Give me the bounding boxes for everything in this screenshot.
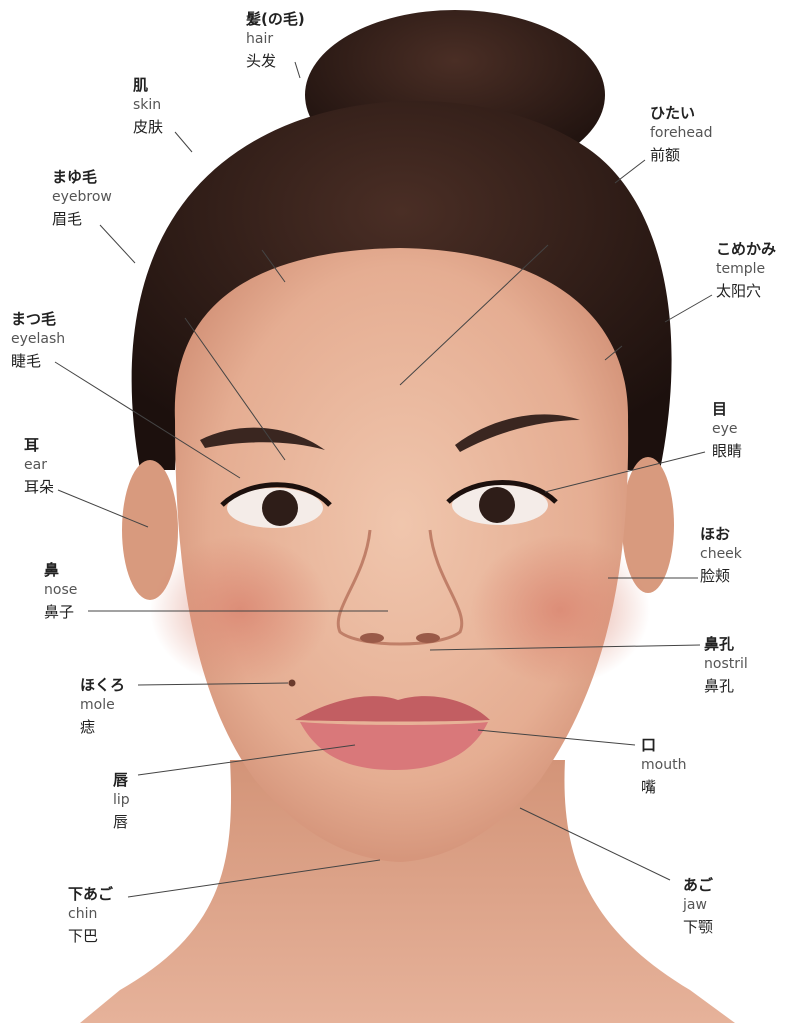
leader-line-temple xyxy=(665,295,712,322)
label-hair-zh: 头发 xyxy=(246,52,305,74)
label-nostril: 鼻孔 nostril 鼻孔 xyxy=(704,635,748,699)
label-eyelash-en: eyelash xyxy=(11,331,65,352)
label-cheek-en: cheek xyxy=(700,546,742,567)
label-eye-ja: 目 xyxy=(712,400,742,421)
label-chin-en: chin xyxy=(68,906,113,927)
label-temple: こめかみ temple 太阳穴 xyxy=(716,240,776,304)
label-ear-ja: 耳 xyxy=(24,436,54,457)
label-mole-zh: 痣 xyxy=(80,718,125,740)
label-ear-zh: 耳朵 xyxy=(24,478,54,500)
label-cheek-ja: ほお xyxy=(700,525,742,546)
label-eyelash-ja: まつ毛 xyxy=(11,310,65,331)
label-nostril-ja: 鼻孔 xyxy=(704,635,748,656)
label-nose-zh: 鼻子 xyxy=(44,603,77,625)
mole-shape xyxy=(289,680,296,687)
label-nose-en: nose xyxy=(44,582,77,603)
label-temple-zh: 太阳穴 xyxy=(716,282,776,304)
leader-line-skin xyxy=(175,132,192,152)
eye-left-iris xyxy=(262,490,298,526)
label-nostril-zh: 鼻孔 xyxy=(704,677,748,699)
label-hair-en: hair xyxy=(246,31,305,52)
label-hair-ja: 髪(の毛) xyxy=(246,10,305,31)
label-mole-ja: ほくろ xyxy=(80,676,125,697)
label-eyelash: まつ毛 eyelash 睫毛 xyxy=(11,310,65,374)
cheek-left-blush xyxy=(150,535,330,685)
label-temple-en: temple xyxy=(716,261,776,282)
label-jaw: あご jaw 下颚 xyxy=(683,876,713,940)
label-eye-zh: 眼睛 xyxy=(712,442,742,464)
label-eyebrow-en: eyebrow xyxy=(52,189,112,210)
leader-line-forehead xyxy=(615,160,645,183)
label-ear: 耳 ear 耳朵 xyxy=(24,436,54,500)
label-lip-zh: 唇 xyxy=(113,813,130,835)
label-nostril-en: nostril xyxy=(704,656,748,677)
label-jaw-ja: あご xyxy=(683,876,713,897)
label-forehead-ja: ひたい xyxy=(650,104,713,125)
label-forehead: ひたい forehead 前额 xyxy=(650,104,713,168)
label-ear-en: ear xyxy=(24,457,54,478)
label-mole: ほくろ mole 痣 xyxy=(80,676,125,740)
label-eyebrow-ja: まゆ毛 xyxy=(52,168,112,189)
eye-right-iris xyxy=(479,487,515,523)
label-hair: 髪(の毛) hair 头发 xyxy=(246,10,305,74)
label-mouth-en: mouth xyxy=(641,757,686,778)
label-nose-ja: 鼻 xyxy=(44,561,77,582)
cheek-right-blush xyxy=(470,535,650,685)
label-jaw-en: jaw xyxy=(683,897,713,918)
label-forehead-en: forehead xyxy=(650,125,713,146)
label-nose: 鼻 nose 鼻子 xyxy=(44,561,77,625)
nostril-right-shape xyxy=(416,633,440,643)
label-eyebrow-zh: 眉毛 xyxy=(52,210,112,232)
label-mouth: 口 mouth 嘴 xyxy=(641,736,686,800)
label-mole-en: mole xyxy=(80,697,125,718)
label-jaw-zh: 下颚 xyxy=(683,918,713,940)
label-mouth-ja: 口 xyxy=(641,736,686,757)
label-mouth-zh: 嘴 xyxy=(641,778,686,800)
label-eye: 目 eye 眼睛 xyxy=(712,400,742,464)
label-eye-en: eye xyxy=(712,421,742,442)
label-skin-ja: 肌 xyxy=(133,76,163,97)
label-cheek: ほお cheek 脸颊 xyxy=(700,525,742,589)
label-temple-ja: こめかみ xyxy=(716,240,776,261)
label-lip: 唇 lip 唇 xyxy=(113,771,130,835)
label-eyebrow: まゆ毛 eyebrow 眉毛 xyxy=(52,168,112,232)
label-forehead-zh: 前额 xyxy=(650,146,713,168)
nostril-left-shape xyxy=(360,633,384,643)
label-lip-en: lip xyxy=(113,792,130,813)
label-lip-ja: 唇 xyxy=(113,771,130,792)
label-chin: 下あご chin 下巴 xyxy=(68,885,113,949)
label-cheek-zh: 脸颊 xyxy=(700,567,742,589)
label-eyelash-zh: 睫毛 xyxy=(11,352,65,374)
label-skin-en: skin xyxy=(133,97,163,118)
label-chin-zh: 下巴 xyxy=(68,927,113,949)
label-chin-ja: 下あご xyxy=(68,885,113,906)
label-skin-zh: 皮肤 xyxy=(133,118,163,140)
label-skin: 肌 skin 皮肤 xyxy=(133,76,163,140)
